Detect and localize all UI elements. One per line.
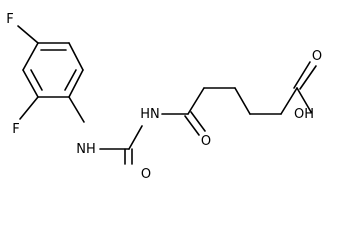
bond-c-f-top [17,25,39,44]
benzene-ring [22,42,84,98]
bond [68,69,84,98]
bond [22,42,39,71]
urea-oxygen-label: O [141,167,151,182]
bond-amide-carbon-oxygen [184,115,200,136]
fluorine-label-left: F [12,122,19,137]
bond-c-f-left [19,96,39,120]
aromatic-inner-bond [64,69,77,91]
nh-label: NH [76,142,96,157]
aromatic-inner-bond [30,69,43,91]
bond-acid-carbon-oxygen [299,65,317,90]
bond-acid-carbon-hydroxyl [296,87,312,113]
bond-chain [234,87,251,115]
bond [22,69,39,98]
bond-acid-carbon-oxygen [293,61,311,89]
bond-amide-carbon-chain [187,87,205,115]
bond-amide-carbon-oxygen [190,111,206,132]
bond-urea-carbon-hn [128,125,143,150]
bond-chain-acid-carbon [280,87,298,115]
hn-label: HN [140,107,160,122]
amide-oxygen-label: O [201,134,211,149]
chemical-structure: F F NH HN O O OH O [6,12,322,182]
bond [68,42,84,71]
fluorine-label-top: F [6,12,13,27]
acid-oxygen-label: O [312,49,322,64]
hydroxyl-label: OH [294,107,314,122]
bond-ring-nh [68,96,85,123]
